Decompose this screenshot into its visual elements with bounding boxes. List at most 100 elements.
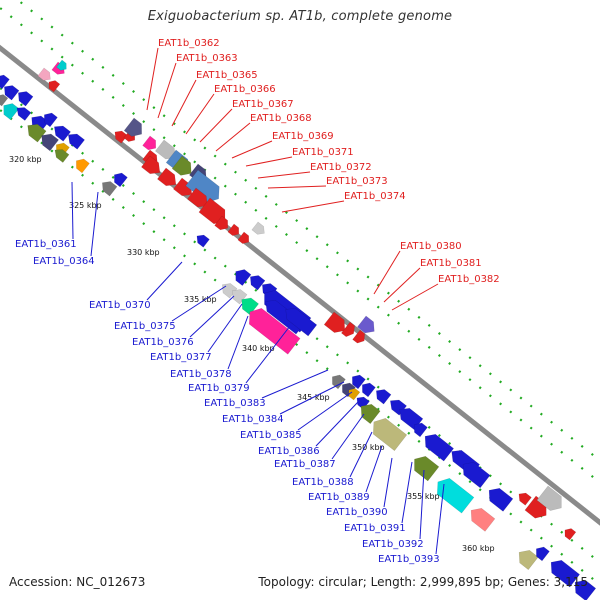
gene-arrow[interactable] [219,280,238,299]
gene-arrow[interactable] [194,232,210,248]
gene-label[interactable]: EAT1b_0371 [292,147,354,158]
gene-arrow[interactable] [65,130,85,150]
gene-label[interactable]: EAT1b_0361 [15,239,77,250]
gene-arrow[interactable] [359,380,376,398]
gene-arrow[interactable] [349,372,366,390]
gene-arrow[interactable] [533,544,550,562]
gene-arrow[interactable] [229,286,248,305]
gene-label[interactable]: EAT1b_0389 [308,492,370,503]
gene-label[interactable]: EAT1b_0387 [274,459,336,470]
gene-arrow[interactable] [514,546,539,571]
gene-arrow[interactable] [56,59,69,73]
gene-arrow[interactable] [323,311,350,337]
gene-label[interactable]: EAT1b_0379 [188,383,250,394]
gene-arrow[interactable] [420,430,454,462]
gene-arrow[interactable] [281,304,318,337]
gene-arrow[interactable] [1,82,20,101]
gene-arrow[interactable] [373,386,392,405]
gene-arrow[interactable] [536,485,567,515]
gene-arrow[interactable] [368,414,408,452]
gene-arrow[interactable] [357,315,378,337]
gene-label[interactable]: EAT1b_0378 [170,369,232,380]
gene-arrow[interactable] [214,215,232,233]
gene-arrow[interactable] [247,272,266,291]
gene-arrow[interactable] [123,117,146,140]
gene-arrow[interactable] [227,223,242,238]
gene-arrow[interactable] [99,178,118,197]
gene-label[interactable]: EAT1b_0393 [378,554,440,565]
gene-label[interactable]: EAT1b_0363 [176,53,238,64]
gene-label[interactable]: EAT1b_0364 [33,256,95,267]
gene-arrow[interactable] [562,526,577,541]
gene-arrow[interactable] [516,490,532,506]
gene-arrow[interactable] [466,504,496,532]
gene-label[interactable]: EAT1b_0370 [89,300,151,311]
gene-label[interactable]: EAT1b_0383 [204,398,266,409]
gene-arrow[interactable] [356,400,381,425]
kbp-tick-label: 335 kbp [184,295,217,304]
gene-arrow[interactable] [484,484,514,512]
gene-arrow[interactable] [570,576,597,600]
gene-label[interactable]: EAT1b_0390 [326,507,388,518]
gene-arrow[interactable] [41,110,58,128]
gene-arrow[interactable] [352,329,368,346]
gene-label[interactable]: EAT1b_0381 [420,258,482,269]
gene-arrow[interactable] [0,72,10,90]
leader-line [349,431,373,478]
gene-arrow[interactable] [111,170,128,188]
gene-label[interactable]: EAT1b_0391 [344,523,406,534]
gene-arrow[interactable] [339,380,356,398]
gene-arrow[interactable] [157,167,180,190]
gene-label[interactable]: EAT1b_0388 [292,477,354,488]
leader-line [261,369,329,399]
gene-label[interactable]: EAT1b_0385 [240,430,302,441]
gene-arrow[interactable] [171,155,196,180]
gene-label[interactable]: EAT1b_0366 [214,84,276,95]
gene-arrow[interactable] [0,92,9,107]
gene-arrow[interactable] [141,155,164,178]
gene-label[interactable]: EAT1b_0373 [326,176,388,187]
gene-label[interactable]: EAT1b_0386 [258,446,320,457]
gene-arrow[interactable] [52,146,70,163]
gene-arrow[interactable] [23,120,47,143]
gene-arrow[interactable] [387,396,407,416]
gene-arrow[interactable] [411,420,428,438]
gene-arrow[interactable] [51,122,71,142]
gene-label[interactable]: EAT1b_0365 [196,70,258,81]
gene-label[interactable]: EAT1b_0375 [114,321,176,332]
gene-arrow[interactable] [409,452,440,482]
gene-label[interactable]: EAT1b_0374 [344,191,406,202]
gene-arrow[interactable] [15,88,34,107]
gene-arrow[interactable] [458,458,491,489]
gene-arrow[interactable] [341,321,357,339]
gene-arrow[interactable] [46,78,61,93]
gene-label[interactable]: EAT1b_0369 [272,131,334,142]
gene-arrow[interactable] [0,100,20,121]
gene-arrow[interactable] [432,474,475,514]
gene-arrow[interactable] [546,556,580,588]
gene-arrow[interactable] [237,294,259,316]
gene-arrow[interactable] [73,156,90,174]
gene-arrow[interactable] [346,386,361,401]
gene-arrow[interactable] [37,67,54,83]
gene-arrow[interactable] [231,266,252,287]
gene-label[interactable]: EAT1b_0377 [150,352,212,363]
gene-label[interactable]: EAT1b_0384 [222,414,284,425]
gene-label[interactable]: EAT1b_0368 [250,113,312,124]
gene-label[interactable]: EAT1b_0362 [158,38,220,49]
gene-label[interactable]: EAT1b_0380 [400,241,462,252]
gene-arrow[interactable] [244,304,301,355]
gene-arrow[interactable] [237,231,252,246]
gene-arrow[interactable] [14,104,32,121]
gene-arrow[interactable] [37,130,59,152]
gene-arrow[interactable] [354,394,370,410]
gene-arrow[interactable] [187,187,211,211]
gene-label[interactable]: EAT1b_0367 [232,99,294,110]
gene-label[interactable]: EAT1b_0392 [362,539,424,550]
gene-label[interactable]: EAT1b_0382 [438,274,500,285]
gene-label[interactable]: EAT1b_0372 [310,162,372,173]
gene-arrow[interactable] [251,221,268,237]
gene-label[interactable]: EAT1b_0376 [132,337,194,348]
gene-arrow[interactable] [142,135,160,153]
